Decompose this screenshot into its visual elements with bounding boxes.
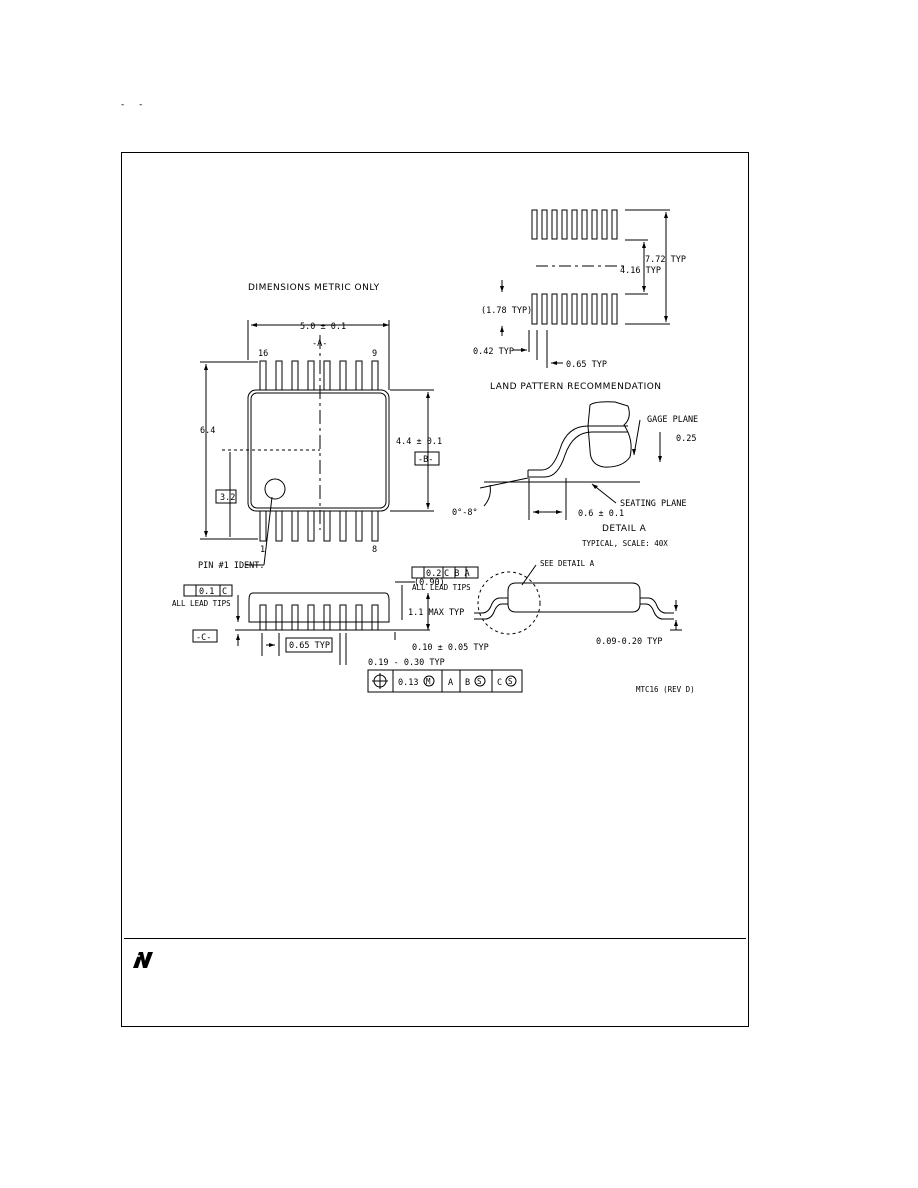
land-pattern-pads-bottom <box>531 293 618 325</box>
side-profile-body <box>507 582 641 613</box>
standoff-ref-dim: (0.90) <box>414 578 445 588</box>
fcf-tolerance-modifier: M <box>426 677 431 686</box>
standoff-dim: 0.10 ± 0.05 TYP <box>412 643 489 653</box>
footer-divider <box>124 938 746 939</box>
land-inner-dim: 4.16 TYP <box>620 266 661 276</box>
pin-8-label: 8 <box>372 545 377 555</box>
dimensions-title: DIMENSIONS METRIC ONLY <box>248 283 380 293</box>
detail-a-subtitle: TYPICAL, SCALE: 40X <box>582 539 668 548</box>
page-mark: - - <box>121 100 149 110</box>
detail-a-callout-circle <box>477 571 541 635</box>
total-width-dim: 6.4 <box>200 426 215 436</box>
half-width-dim: 3.2 <box>220 493 235 503</box>
drawing-frame <box>121 152 749 1027</box>
body-width-dim: 4.4 ± 0.1 <box>396 437 442 447</box>
lead-width-dim: 0.19 - 0.30 TYP <box>368 658 445 668</box>
pin1-ident-label: PIN #1 IDENT. <box>198 561 265 571</box>
lead-tips-datums: C B A <box>444 569 470 579</box>
land-pattern-pads-top <box>531 209 618 240</box>
pin1-dot <box>264 478 286 500</box>
fcf-datum-a: A <box>448 678 453 688</box>
lead-thickness-dim: 0.09-0.20 TYP <box>596 637 663 647</box>
coplanarity-datum: C <box>222 587 227 597</box>
fcf-datum-c: C <box>497 678 502 688</box>
lead-tips-tolerance: 0.2 <box>426 569 441 579</box>
land-pitch-dim: 0.65 TYP <box>566 360 607 370</box>
land-pad-length-dim: (1.78 TYP) <box>481 306 532 316</box>
foot-length-dim: 0.6 ± 0.1 <box>578 509 624 519</box>
fcf-tolerance: 0.13 <box>398 678 418 688</box>
body-length-dim: 5.0 ± 0.1 <box>300 322 346 332</box>
national-semiconductor-logo-icon <box>133 952 153 968</box>
pin-16-label: 16 <box>258 349 268 359</box>
datum-b-label: -B- <box>418 455 433 465</box>
fcf-datum-b: B <box>465 678 470 688</box>
pin-1-label: 1 <box>260 545 265 555</box>
datum-c-label: -C- <box>196 633 211 643</box>
land-pad-width-dim: 0.42 TYP <box>473 347 514 357</box>
gage-plane-label: GAGE PLANE <box>647 415 698 425</box>
lead-angle-dim: 0°-8° <box>452 508 478 518</box>
side-view-body <box>248 592 390 623</box>
top-leads-row <box>259 360 379 391</box>
datum-a-label: -A- <box>312 339 327 349</box>
fcf-datum-c-modifier: S <box>508 677 513 686</box>
bottom-leads-row <box>259 510 379 542</box>
side-view-leads <box>259 604 379 631</box>
side-pitch-dim: 0.65 TYP <box>289 641 330 651</box>
lead-tips-label-top: ALL LEAD TIPS <box>412 583 471 592</box>
coplanarity-tolerance: 0.1 <box>199 587 214 597</box>
land-pattern-title: LAND PATTERN RECOMMENDATION <box>490 382 662 392</box>
detail-a-title: DETAIL A <box>602 524 647 534</box>
see-detail-label: SEE DETAIL A <box>540 559 595 568</box>
fcf-datum-b-modifier: S <box>477 677 482 686</box>
pin-9-label: 9 <box>372 349 377 359</box>
max-height-dim: 1.1 MAX TYP <box>408 608 464 618</box>
gage-dim: 0.25 <box>676 434 696 444</box>
land-outer-dim: 7.72 TYP <box>645 255 686 265</box>
drawing-code: MTC16 (REV D) <box>636 685 695 694</box>
seating-plane-label: SEATING PLANE <box>620 499 687 509</box>
coplanarity-label: ALL LEAD TIPS <box>172 599 231 608</box>
feature-control-frame <box>367 669 523 693</box>
